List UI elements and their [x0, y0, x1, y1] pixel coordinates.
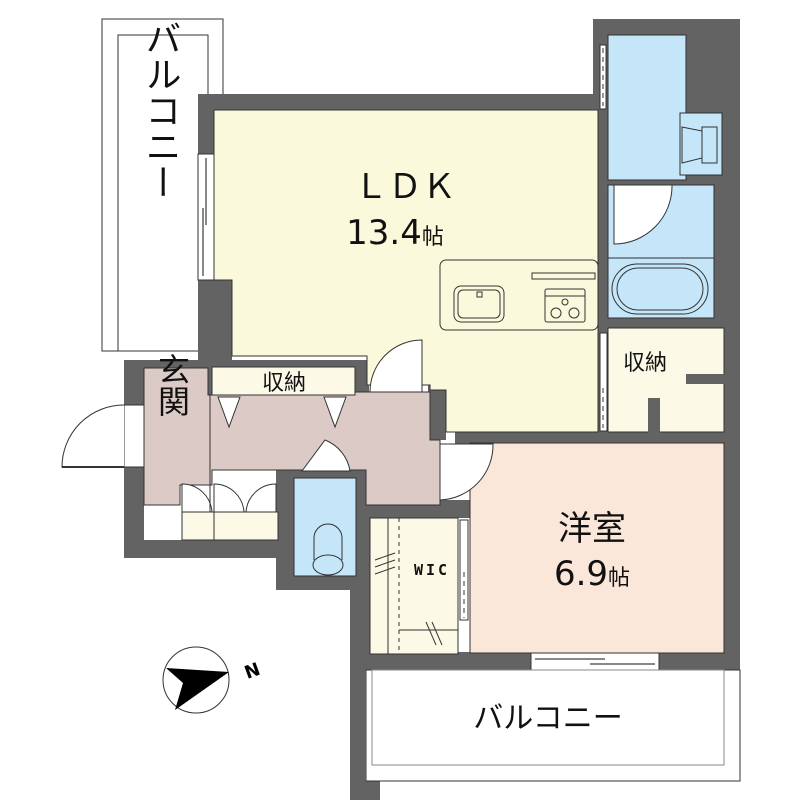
compass-icon: N [162, 646, 263, 714]
washing-machine-icon [679, 112, 723, 176]
sink-icon [453, 285, 505, 323]
room-storage-right: 収納 [599, 327, 726, 434]
bathtub-icon [611, 263, 709, 315]
ldk-window [197, 153, 215, 281]
room-western: 洋室 6.9帖 [439, 442, 725, 671]
balcony-bottom: バルコニー [350, 669, 741, 782]
western-room-size: 6.9帖 [554, 554, 630, 594]
toilet-icon [312, 523, 344, 576]
room-ldk: ＬＤＫ 13.4帖 [197, 109, 599, 433]
room-wic: WIC [369, 517, 469, 655]
western-room-door[interactable] [439, 443, 494, 501]
balcony-left-label: バルコニー [140, 20, 181, 200]
bathroom-door[interactable] [613, 184, 673, 245]
ldk-door[interactable] [369, 339, 423, 393]
storage-hall-label: 収納 [262, 371, 306, 396]
front-door[interactable] [61, 404, 145, 468]
ldk-name: ＬＤＫ [354, 167, 456, 207]
balcony-bottom-label: バルコニー [473, 701, 622, 736]
room-storage-hall: 収納 [211, 366, 356, 429]
wet-area [599, 34, 723, 319]
kitchen-counter [439, 259, 599, 331]
ldk-size: 13.4帖 [346, 213, 444, 253]
storage-right-label: 収納 [623, 351, 667, 376]
room-entrance: 玄関 [61, 353, 441, 541]
entrance-label: 玄関 [153, 353, 191, 417]
shoe-cabinet [181, 483, 279, 541]
western-room-name: 洋室 [558, 509, 626, 549]
wic-label: WIC [414, 561, 450, 579]
stove-icon [544, 288, 586, 323]
compass-north-label: N [242, 659, 263, 684]
room-toilet [293, 439, 357, 577]
western-room-window [530, 652, 660, 671]
